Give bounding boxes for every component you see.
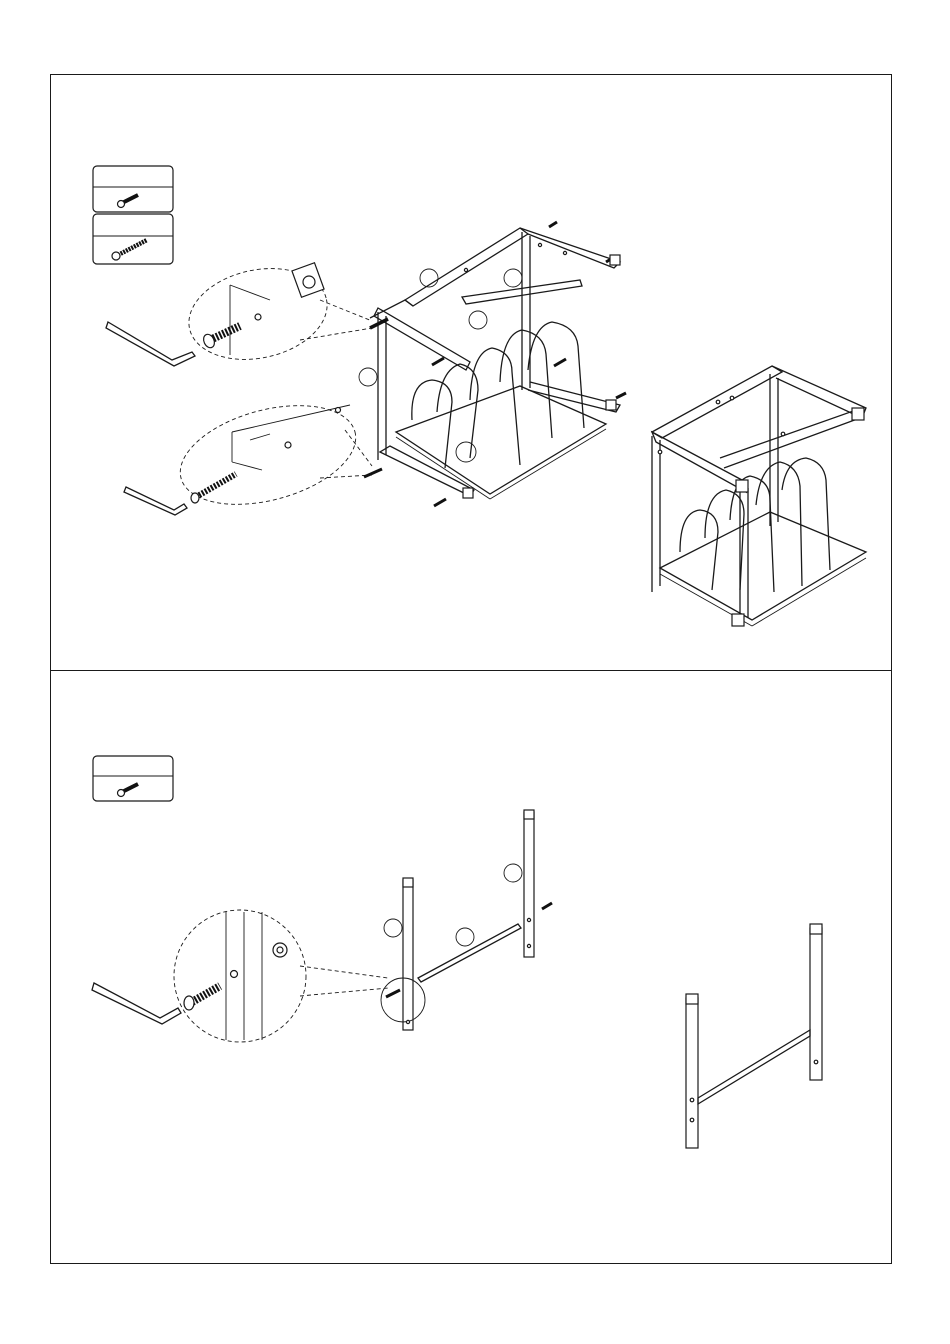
detail-zoom-lower bbox=[169, 388, 372, 522]
exploded-leg-frame bbox=[381, 810, 552, 1030]
bolt-detail-icon bbox=[202, 326, 240, 349]
parts-box-short-bolt bbox=[93, 166, 173, 212]
assembled-rack bbox=[652, 366, 866, 626]
bolt-detail-icon bbox=[184, 986, 220, 1010]
parts-box-long-bolt bbox=[93, 214, 173, 264]
parts-box-short-bolt bbox=[93, 756, 173, 801]
bolt-detail-icon bbox=[191, 474, 236, 503]
allen-key-icon bbox=[124, 487, 187, 515]
allen-key-icon bbox=[106, 322, 195, 366]
allen-key-icon bbox=[92, 983, 181, 1024]
exploded-rack bbox=[359, 222, 626, 506]
assembled-leg-frame bbox=[686, 924, 822, 1148]
detail-zoom-leg bbox=[174, 910, 388, 1042]
detail-zoom-upper bbox=[180, 256, 372, 371]
